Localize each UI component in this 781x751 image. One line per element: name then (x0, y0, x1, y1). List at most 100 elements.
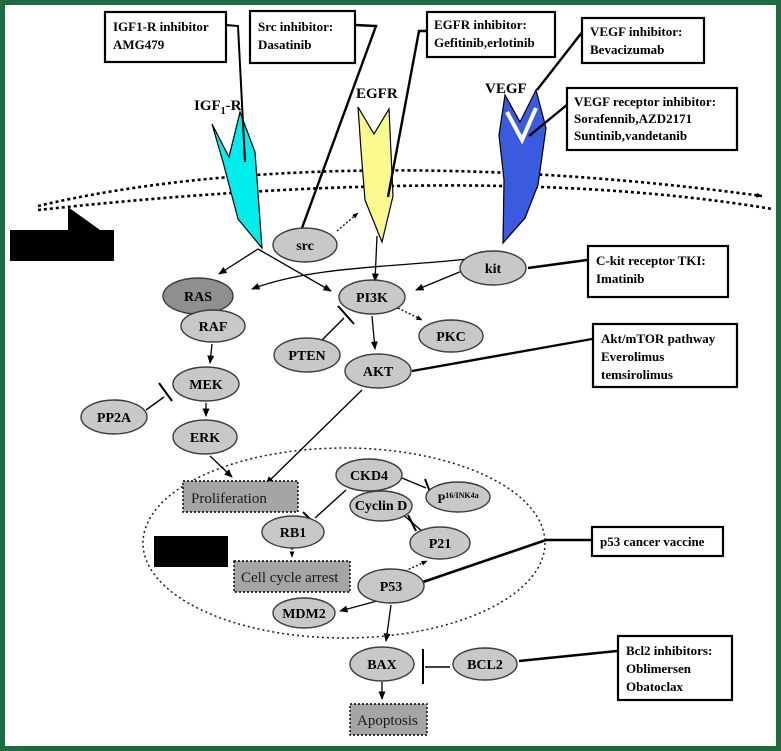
akt-mtor-pathway-box: Akt/mTOR pathway Everolimus temsirolimus (591, 322, 739, 389)
process-cell-cycle-arrest: Cell cycle arrest (233, 560, 351, 593)
node-bax: BAX (349, 646, 415, 682)
process-apoptosis-label: Apoptosis (357, 713, 418, 729)
redacted-label-membrane (10, 207, 114, 261)
arrow-igf-to-pi3k (257, 248, 332, 292)
node-mdm2: MDM2 (272, 597, 336, 629)
redacted-label-nucleus (154, 536, 228, 567)
src-inhibitor-box-line1: Src inhibitor: (258, 19, 333, 34)
egfr-label: EGFR (356, 86, 398, 102)
arrow-pi3k-to-pkc (397, 307, 423, 321)
node-ckd4-label: CKD4 (350, 469, 388, 484)
arrow-p53-to-p21 (404, 560, 428, 572)
node-p16ink4a-label: P16/INK4a (437, 491, 478, 506)
ckit-receptor-tki-box-line2: Imatinib (596, 271, 644, 286)
membrane-lower-line (37, 184, 773, 212)
vegf-receptor-notch (505, 107, 538, 145)
receptor-egfr (357, 106, 394, 244)
aktmtor-box-line (411, 337, 593, 373)
egfr-inhibitor-box: EGFR inhibitor: Gefitinib,erlotinib (425, 10, 557, 59)
vegf-inhibitor-box-line2: Bevacizumab (590, 42, 664, 57)
node-mek: MEK (172, 366, 240, 402)
bcl2-box-line (518, 649, 618, 663)
node-src: src (272, 227, 338, 263)
node-erk-label: ERK (190, 431, 220, 446)
node-bcl2: BCL2 (452, 647, 518, 681)
p53-cancer-vaccine-box-line1: p53 cancer vaccine (600, 534, 705, 549)
node-p53: P53 (357, 568, 425, 604)
vegf-inhibitor-box-line1: VEGF inhibitor: (590, 24, 682, 39)
arrow-kit-to-pi3k (415, 270, 463, 291)
cell-membrane (37, 169, 773, 212)
arrow-p53-to-bax (383, 604, 392, 642)
arrow-igf-to-ras (218, 248, 259, 275)
node-cyclin-d-label: Cyclin D (355, 499, 408, 514)
vegf-box-line (536, 30, 584, 91)
akt-mtor-pathway-box-line3: temsirolimus (601, 367, 673, 382)
node-erk: ERK (172, 419, 238, 455)
bcl2-inhibitors-box-line1: Bcl2 inhibitors: (626, 643, 712, 658)
node-bcl2-label: BCL2 (467, 658, 503, 673)
egfr-box-line (386, 29, 428, 198)
bcl2-inhibitors-box-line2: Oblimersen (626, 661, 692, 676)
node-pten: PTEN (273, 337, 341, 373)
egfr-inhibitor-box-line2: Gefitinib,erlotinib (434, 35, 535, 50)
ckit-box-line (527, 258, 588, 270)
node-rb1: RB1 (261, 515, 325, 549)
node-bax-label: BAX (367, 658, 397, 673)
inhibition-pp2a-mek-bar (158, 382, 173, 402)
node-pkc-label: PKC (436, 330, 466, 345)
bcl2-inhibitors-box: Bcl2 inhibitors: Oblimersen Obatoclax (616, 634, 734, 702)
inhibition-ckd4-p16-line (401, 477, 427, 489)
node-ras-label: RAS (184, 290, 212, 305)
src-inhibitor-box-line2: Dasatinib (258, 37, 311, 52)
akt-mtor-pathway-box-line1: Akt/mTOR pathway (601, 331, 716, 346)
node-kit: kit (459, 250, 527, 286)
egfr-receptor-shape (357, 106, 394, 244)
igf1r-receptor-shape (211, 109, 263, 250)
node-akt-label: AKT (363, 365, 394, 380)
igf1r-label: IGF1-R (194, 98, 242, 117)
arrow-p53-to-mdm2 (339, 600, 378, 613)
node-akt: AKT (344, 353, 412, 389)
egfr-inhibitor-box-line1: EGFR inhibitor: (434, 17, 527, 32)
node-p21-label: P21 (429, 537, 452, 552)
p53-cancer-vaccine-box: p53 cancer vaccine (590, 525, 725, 558)
vegf-receptor-inhibitor-box-line2: Sorafennib,AZD2171 (574, 111, 692, 126)
arrow-pi3k-to-akt (370, 315, 378, 350)
vegf-receptor-shape (498, 88, 547, 245)
vegf-receptor-inhibitor-box: VEGF receptor inhibitor: Sorafennib,AZD2… (565, 86, 739, 152)
vegf-inhibitor-box: VEGF inhibitor: Bevacizumab (580, 16, 706, 65)
receptor-igf1r (211, 109, 263, 250)
node-ras: RAS (162, 277, 234, 315)
node-cyclin-d: Cyclin D (349, 490, 413, 522)
arrow-raf-to-mek (207, 343, 215, 364)
arrow-erk-to-proliferation (209, 455, 233, 478)
bcl2-inhibitors-box-line3: Obatoclax (626, 679, 684, 694)
node-mdm2-label: MDM2 (282, 607, 326, 622)
inhibition-pten-pi3k-bar (337, 305, 355, 325)
process-apoptosis: Apoptosis (349, 703, 428, 736)
ckit-receptor-tki-box: C-kit receptor TKI: Imatinib (586, 244, 730, 299)
node-pp2a: PP2A (80, 399, 148, 435)
ckit-receptor-tki-box-line1: C-kit receptor TKI: (596, 253, 706, 268)
vegf-label: VEGF (485, 81, 527, 97)
arrow-egfr-to-pi3k (371, 235, 379, 282)
arrow-akt-to-proliferation (265, 389, 363, 485)
receptor-vegf (498, 88, 547, 245)
node-src-label: src (296, 239, 314, 254)
process-proliferation: Proliferation (182, 480, 299, 513)
vegf-receptor-inhibitor-box-line3: Suntinib,vandetanib (574, 128, 687, 143)
node-ckd4: CKD4 (335, 458, 403, 492)
node-rb1-label: RB1 (280, 526, 306, 541)
node-pkc: PKC (418, 319, 484, 353)
arrow-src-to-egfr (336, 212, 359, 232)
node-p53-label: P53 (380, 580, 403, 595)
inhibition-ckd4-rb1-line (314, 489, 347, 519)
inhibition-cyclind-p21-bar (407, 514, 417, 532)
igf1r-box-line (225, 24, 246, 163)
igf1r-inhibitor-box-line2: AMG479 (113, 37, 165, 52)
node-pten-label: PTEN (288, 349, 325, 364)
membrane-upper-line (37, 169, 763, 208)
vegfr-box-line (528, 103, 569, 137)
